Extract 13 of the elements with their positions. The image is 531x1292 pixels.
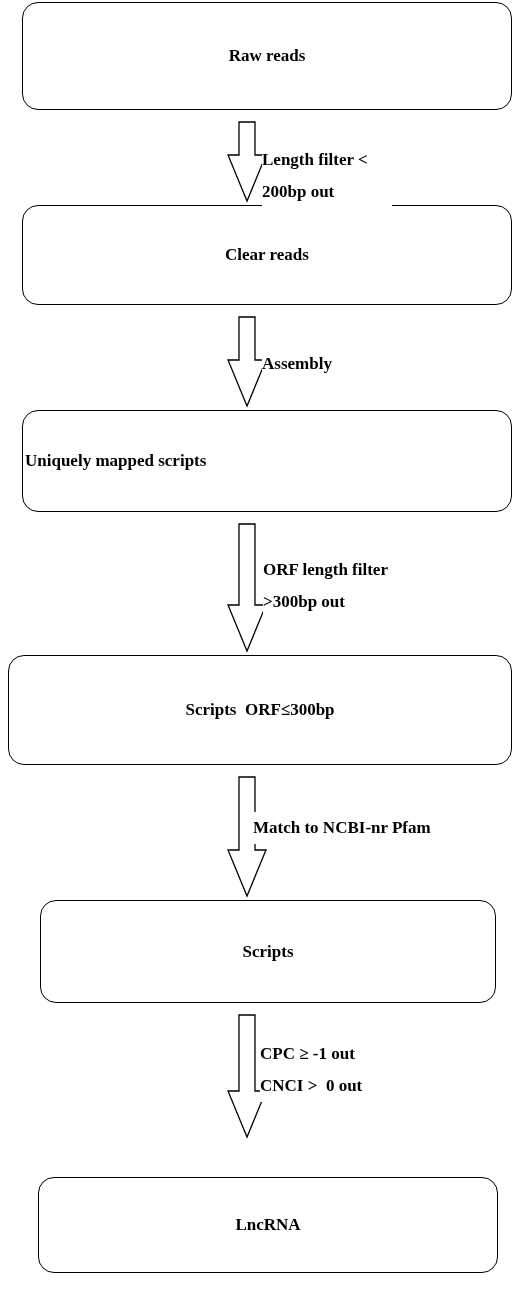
process-box bbox=[40, 900, 496, 1003]
process-box bbox=[22, 2, 512, 110]
box-label: Raw reads bbox=[228, 46, 306, 66]
box-label: Scripts ORF≤300bp bbox=[185, 700, 335, 720]
process-box bbox=[22, 205, 512, 305]
block-arrow bbox=[227, 776, 267, 898]
process-box bbox=[8, 655, 512, 765]
process-box bbox=[22, 410, 512, 512]
box-label: Uniquely mapped scripts bbox=[25, 451, 207, 471]
box-label: Scripts bbox=[242, 941, 294, 962]
box-label: Clear reads bbox=[225, 245, 309, 265]
box-label: LncRNA bbox=[235, 1215, 301, 1235]
process-box bbox=[38, 1177, 498, 1273]
